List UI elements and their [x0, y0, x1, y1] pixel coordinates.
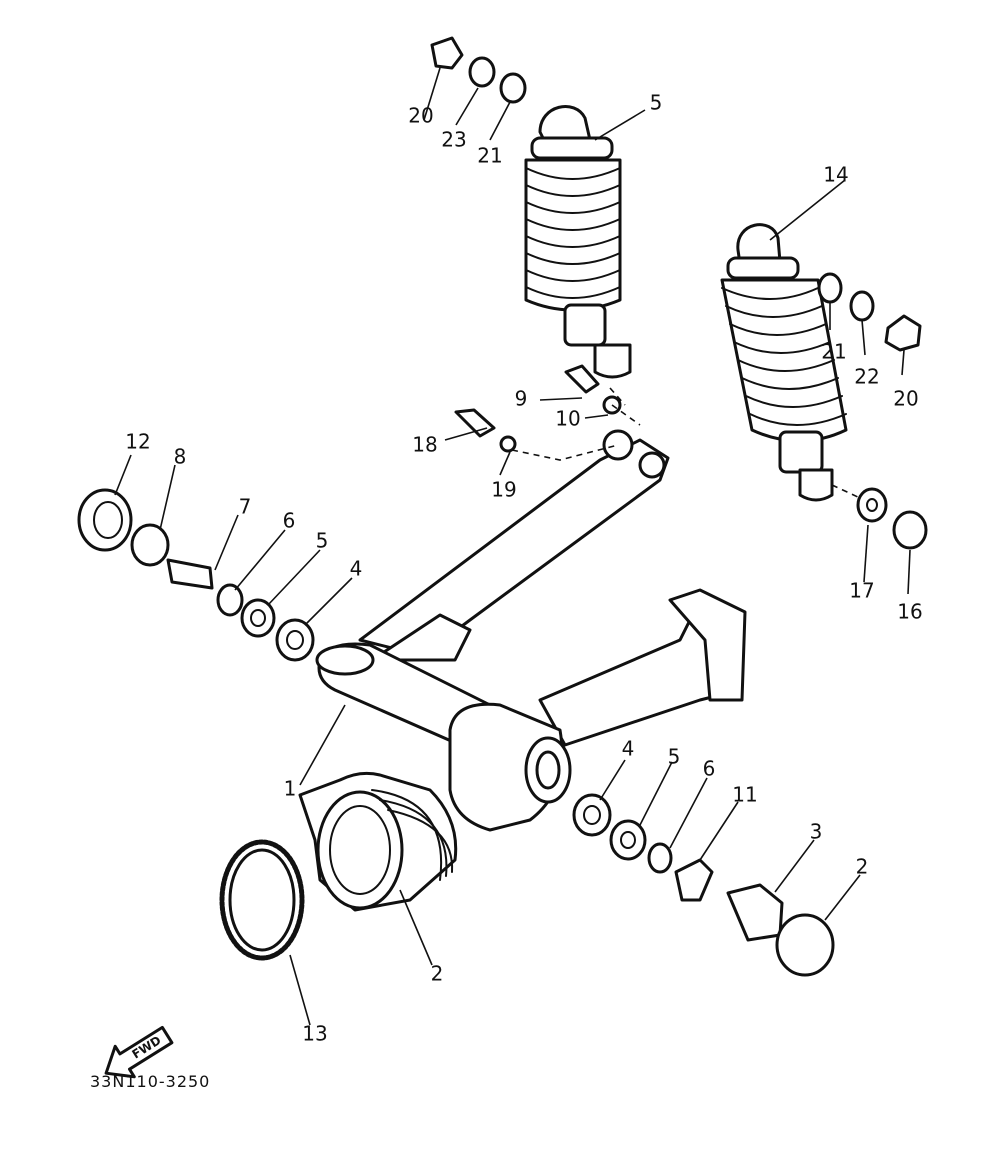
- callout-13: 13: [302, 1022, 327, 1046]
- callout-2-cap: 2: [856, 855, 869, 879]
- callout-11: 11: [732, 783, 757, 807]
- left-pivot-parts: [77, 488, 315, 662]
- shock-absorber-left: [524, 105, 632, 379]
- callout-9: 9: [515, 387, 528, 411]
- callout-16: 16: [897, 600, 922, 624]
- callout-23: 23: [441, 128, 466, 152]
- callout-21-top: 21: [477, 144, 502, 168]
- callout-6-right: 6: [703, 757, 716, 781]
- callout-1: 1: [284, 777, 297, 801]
- bearing-housing: [298, 771, 458, 912]
- callout-19: 19: [491, 478, 516, 502]
- callout-10: 10: [555, 407, 580, 431]
- swing-arm: [315, 429, 747, 832]
- leader-lines: [114, 67, 911, 1026]
- callout-14: 14: [823, 163, 848, 187]
- seal-ring: [219, 839, 305, 961]
- diagram-code: 33N110-3250: [90, 1072, 211, 1091]
- callout-17: 17: [849, 579, 874, 603]
- callout-5-shock: 5: [650, 91, 663, 115]
- callout-labels: 1 2 2 3 4 4 5 5 5 6 6 7 8 9 10 11 12 13 …: [125, 91, 922, 1046]
- callout-5-left: 5: [316, 529, 329, 553]
- callout-20-right: 20: [893, 387, 918, 411]
- callout-6-left: 6: [283, 509, 296, 533]
- callout-22: 22: [854, 365, 879, 389]
- fasteners: [430, 36, 928, 550]
- callout-2-housing: 2: [431, 962, 444, 986]
- callout-7: 7: [239, 495, 252, 519]
- callout-3: 3: [810, 820, 823, 844]
- callout-5-right: 5: [668, 745, 681, 769]
- callout-20-top: 20: [408, 104, 433, 128]
- callout-4-left: 4: [350, 557, 363, 581]
- right-pivot-parts: [572, 793, 835, 977]
- callout-18: 18: [412, 433, 437, 457]
- forward-direction-arrow: FWD: [104, 1025, 174, 1079]
- callout-21-right: 21: [821, 340, 846, 364]
- callout-12: 12: [125, 430, 150, 454]
- callout-8: 8: [174, 445, 187, 469]
- shock-absorber-right: [720, 223, 848, 502]
- callout-4-right: 4: [622, 737, 635, 761]
